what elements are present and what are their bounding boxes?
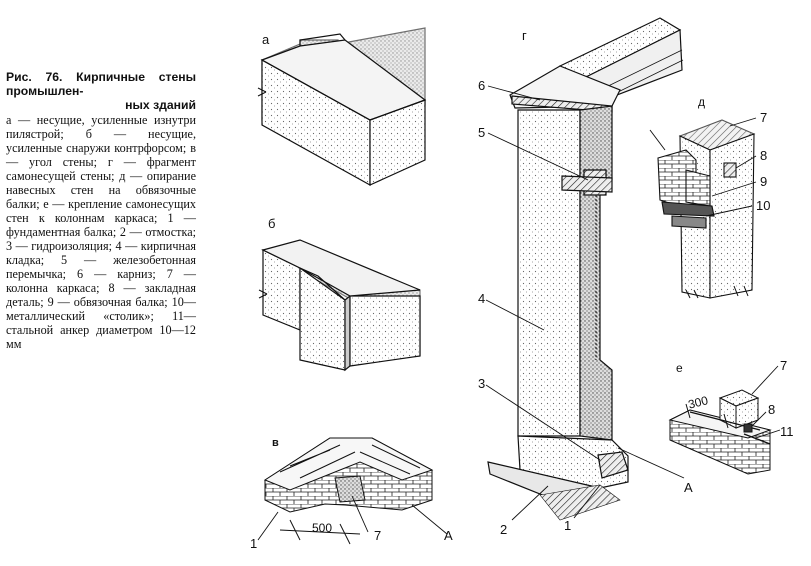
e-callout-11: 11 — [780, 424, 794, 439]
g-callout-A: А — [684, 480, 693, 495]
g-callout-3: 3 — [478, 376, 485, 391]
g-callout-1: 1 — [564, 518, 571, 533]
label-a: а — [262, 32, 270, 47]
panel-e-callouts — [751, 365, 781, 439]
v-callout-A: А — [444, 528, 453, 543]
g-callout-4: 4 — [478, 291, 485, 306]
panel-d-callouts — [649, 117, 757, 217]
g-callout-6: 6 — [478, 78, 485, 93]
caption-body: а — несущие, усиленные изнутри пилястрой… — [6, 113, 196, 351]
dim-500-text: 500 — [312, 521, 332, 535]
dimension-500: 500 — [279, 519, 361, 545]
e-callout-7: 7 — [780, 358, 787, 373]
e-callout-8: 8 — [768, 402, 775, 417]
d-callout-10: 10 — [756, 198, 770, 213]
panel-a-wall-with-pilaster — [257, 27, 427, 187]
panel-v-wall-corner — [263, 437, 434, 513]
label-v: в — [272, 437, 279, 449]
label-b: б — [268, 216, 275, 231]
label-g: г — [522, 28, 527, 43]
caption-title-line2: ных зданий — [125, 98, 196, 112]
panel-e-anchor-to-column — [668, 389, 772, 475]
label-e: е — [676, 361, 683, 375]
caption-title: Рис. 76. Кирпичные стены промышлен- ных … — [6, 70, 196, 112]
g-callout-2: 2 — [500, 522, 507, 537]
g-callout-5: 5 — [478, 125, 485, 140]
d-callout-9: 9 — [760, 174, 767, 189]
v-callout-7: 7 — [374, 528, 381, 543]
panel-d-curtain-wall-support — [657, 119, 756, 299]
label-d: д — [698, 95, 705, 109]
caption-title-line1: Рис. 76. Кирпичные стены промышлен- — [6, 70, 196, 98]
v-callout-1: 1 — [250, 536, 257, 551]
panel-b-wall-with-buttress — [258, 239, 421, 372]
dim-300-text: 300 — [687, 393, 710, 412]
d-callout-8: 8 — [760, 148, 767, 163]
panel-v-callouts — [257, 495, 448, 541]
panel-g-callouts — [485, 85, 685, 521]
figure-caption: Рис. 76. Кирпичные стены промышлен- ных … — [6, 70, 196, 351]
panel-g-self-supporting-wall — [487, 17, 684, 521]
d-callout-7: 7 — [760, 110, 767, 125]
